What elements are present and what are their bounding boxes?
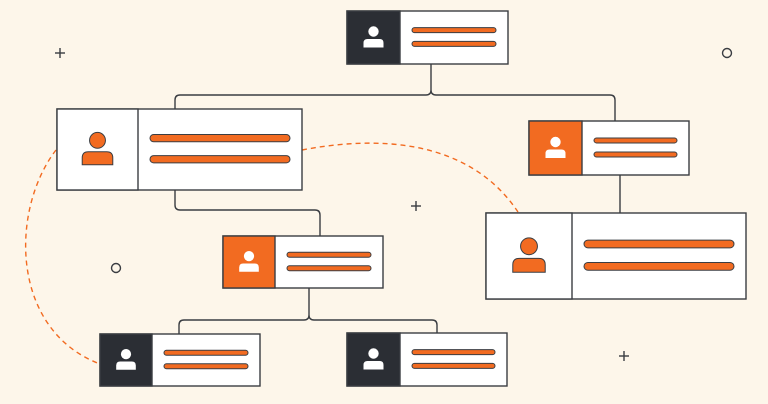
org-node-right-manager	[528, 120, 690, 176]
org-node-root	[346, 10, 509, 65]
text-placeholder-bar	[286, 251, 372, 258]
text-placeholder-bar	[411, 362, 496, 369]
org-node-left-manager	[56, 108, 303, 191]
person-icon	[81, 131, 114, 166]
text-placeholder-bar	[593, 137, 678, 144]
org-node-right-report	[485, 212, 747, 300]
node-icon-panel	[528, 120, 583, 176]
circle-icon	[110, 262, 122, 274]
text-placeholder-bar	[411, 40, 497, 47]
text-placeholder-bar	[411, 349, 496, 356]
org-node-bottom-left	[99, 333, 261, 387]
nodes-layer	[56, 10, 747, 387]
circle-icon	[721, 47, 733, 59]
person-icon	[116, 349, 136, 370]
org-node-middle-lead	[222, 235, 384, 289]
node-icon-panel	[222, 235, 276, 289]
connector-lines	[174, 64, 621, 334]
dashed-arc-left	[25, 149, 101, 365]
person-icon	[512, 237, 546, 273]
org-node-bottom-right	[346, 332, 508, 387]
person-icon	[239, 251, 259, 272]
text-placeholder-bar	[163, 349, 249, 356]
text-placeholder-bar	[583, 261, 735, 271]
text-placeholder-bar	[593, 151, 678, 158]
node-icon-panel	[99, 333, 153, 387]
plus-icon	[411, 201, 421, 211]
node-icon-panel	[346, 10, 401, 65]
text-placeholder-bar	[286, 265, 372, 272]
connector-middle-children	[178, 288, 438, 334]
text-placeholder-bar	[411, 27, 497, 34]
node-icon-panel	[56, 108, 139, 191]
node-icon-panel	[485, 212, 573, 300]
connector-root-children	[174, 64, 616, 121]
person-icon	[363, 26, 384, 48]
person-icon	[545, 136, 566, 158]
connector-left-to-middle	[174, 190, 321, 236]
text-placeholder-bar	[583, 239, 735, 249]
text-placeholder-bar	[163, 363, 249, 370]
dashed-arc-middle	[301, 142, 519, 213]
plus-icon	[619, 351, 629, 361]
text-placeholder-bar	[149, 134, 291, 143]
plus-icon	[55, 48, 65, 58]
text-placeholder-bar	[149, 155, 291, 164]
person-icon	[363, 348, 384, 370]
node-icon-panel	[346, 332, 401, 387]
